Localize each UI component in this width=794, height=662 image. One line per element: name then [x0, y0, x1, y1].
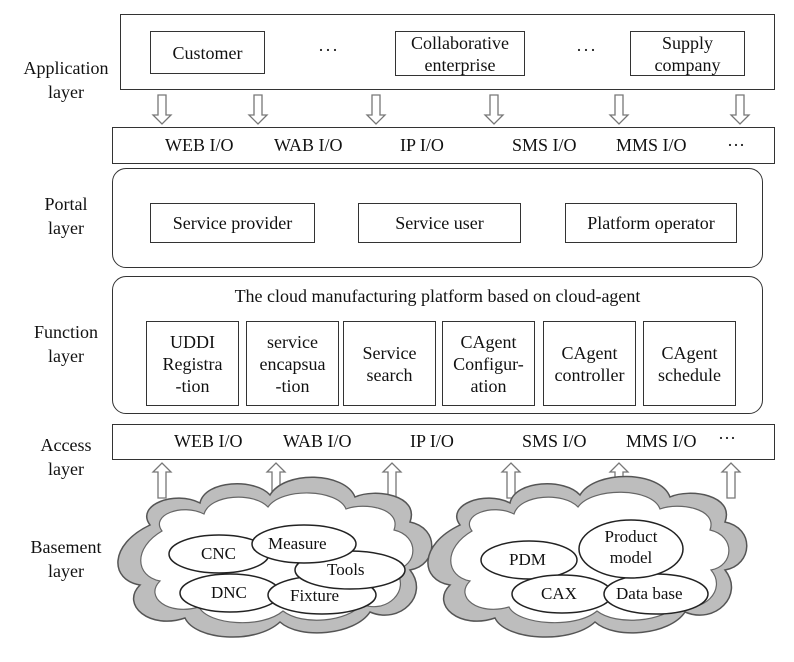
down-arrow	[151, 94, 173, 125]
down-arrow	[247, 94, 269, 125]
cagent-controller-module-line: controller	[554, 364, 625, 385]
access-wab-io: WAB I/O	[283, 431, 352, 451]
top-wab-io: WAB I/O	[274, 135, 343, 155]
access-sms-io: SMS I/O	[522, 431, 587, 451]
down-arrow	[483, 94, 505, 125]
database-label: Data base	[616, 584, 683, 603]
cax-label: CAX	[541, 584, 577, 603]
up-arrow	[151, 462, 173, 499]
tools-label: Tools	[327, 560, 365, 579]
down-arrow	[365, 94, 387, 125]
pdm-label: PDM	[509, 550, 546, 569]
application-ellipsis-1: ···	[318, 40, 339, 60]
service-search-module-line: search	[366, 364, 413, 385]
top-sms-io: SMS I/O	[512, 135, 577, 155]
customer-box: Customer	[150, 31, 265, 74]
top-io-ellipsis: ···	[727, 135, 745, 155]
service-user-box: Service user	[358, 203, 521, 243]
service-provider-box: Service provider	[150, 203, 315, 243]
top-mms-io: MMS I/O	[616, 135, 687, 155]
uddi-registration-module-line: UDDI	[170, 331, 215, 352]
cagent-schedule-module-line: schedule	[658, 364, 721, 385]
cagent-configuration-module-line: Configur-	[453, 353, 524, 374]
cagent-configuration-module-line: CAgent	[460, 331, 517, 352]
top-web-io: WEB I/O	[165, 135, 234, 155]
top-ip-io: IP I/O	[400, 135, 444, 155]
platform-operator-box: Platform operator	[565, 203, 737, 243]
uddi-registration-module-line: -tion	[175, 375, 210, 396]
access-ip-io: IP I/O	[410, 431, 454, 451]
cnc-label: CNC	[201, 544, 236, 563]
access-mms-io: MMS I/O	[626, 431, 697, 451]
down-arrow	[608, 94, 630, 125]
dnc-label: DNC	[211, 583, 247, 602]
service-encapsulation-module-line: encapsua	[259, 353, 326, 374]
access-io-bar	[112, 424, 775, 460]
cagent-controller-module-line: CAgent	[561, 342, 618, 363]
cagent-schedule-module-line: CAgent	[661, 342, 718, 363]
function-layer-title: The cloud manufacturing platform based o…	[234, 286, 641, 306]
service-search-module-line: Service	[362, 342, 417, 363]
access-web-io: WEB I/O	[174, 431, 243, 451]
down-arrow	[729, 94, 751, 125]
service-encapsulation-module-line: service	[267, 331, 318, 352]
application-ellipsis-2: ···	[576, 40, 597, 60]
access-io-ellipsis: ···	[718, 428, 736, 448]
up-arrow	[720, 462, 742, 499]
uddi-registration-module-line: Registra	[162, 353, 223, 374]
service-encapsulation-module-line: -tion	[275, 375, 310, 396]
measure-label: Measure	[268, 534, 327, 553]
fixture-label: Fixture	[290, 586, 340, 605]
cagent-configuration-module-line: ation	[470, 375, 507, 396]
portal-io-bar	[112, 127, 775, 164]
up-arrow	[381, 462, 403, 499]
